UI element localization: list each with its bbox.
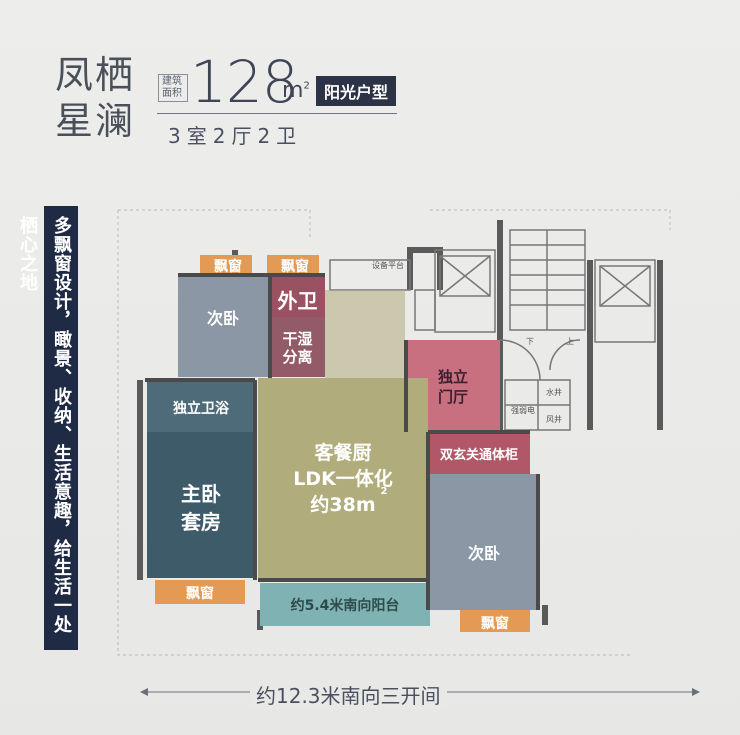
entry-cabinet xyxy=(428,432,530,474)
ldk xyxy=(258,378,428,578)
inner-walls xyxy=(145,273,540,610)
label-wind: 风井 xyxy=(546,415,562,424)
label-platform: 设备平台 xyxy=(372,261,404,270)
label-bay2: 飘窗 xyxy=(281,259,309,275)
master-bath xyxy=(147,382,255,432)
dry-wet-separation xyxy=(270,317,325,377)
label-bay4: 飘窗 xyxy=(481,616,509,632)
label-up: 上 xyxy=(566,337,574,346)
dashed-outline xyxy=(117,209,671,656)
brand-line-2: 星澜 xyxy=(55,99,136,143)
bay-window-4 xyxy=(460,610,530,632)
bay-window-1 xyxy=(200,255,252,275)
label-master-bath: 独立卫浴 xyxy=(173,401,229,417)
dimension-text: 约12.3米南向三开间 xyxy=(250,680,447,709)
label-bay1: 飘窗 xyxy=(214,259,242,275)
core-lines xyxy=(329,229,656,431)
label-balcony: 约5.4米南向阳台 xyxy=(290,598,400,614)
label-master: 主卧 套房 xyxy=(181,482,221,534)
label-power: 强弱电 xyxy=(511,406,535,415)
kitchen-area xyxy=(325,290,405,378)
label-bedroom-nw: 次卧 xyxy=(206,309,239,328)
side-band: 多飘窗设计，瞰景、收纳、生活意趣，给生活一处栖心之地 xyxy=(17,206,78,650)
area-unit-sup: 2 xyxy=(303,80,310,92)
label-dry-wet: 干湿 分离 xyxy=(282,330,313,366)
rooms-summary: 3室2厅2卫 xyxy=(168,124,303,148)
outer-bath xyxy=(270,275,325,317)
label-bedroom-se: 次卧 xyxy=(467,544,500,563)
south-balcony xyxy=(260,583,430,626)
label-water: 水井 xyxy=(546,388,562,397)
area-label: 建筑面积 xyxy=(158,74,188,102)
floor-plan xyxy=(117,209,671,656)
label-down: 下 xyxy=(526,337,534,346)
label-ldk: 客餐厨 LDK一体化 约38m xyxy=(293,442,393,516)
bay-window-2 xyxy=(267,255,319,275)
brand-name: 凤栖 星澜 xyxy=(55,52,145,144)
title-divider xyxy=(157,113,397,114)
label-foyer: 独立 门厅 xyxy=(437,368,468,406)
area-unit-text: m xyxy=(282,78,304,103)
brand-line-1: 凤栖 xyxy=(55,53,136,97)
area-value: 128 xyxy=(190,48,299,116)
label-outer-bath: 外卫 xyxy=(277,289,318,313)
bedroom-nw xyxy=(178,275,268,377)
bay-window-3 xyxy=(155,580,245,604)
label-cabinet: 双玄关通体柜 xyxy=(439,448,518,463)
type-tag: 阳光户型 xyxy=(316,76,397,106)
label-ldk-sup: 2 xyxy=(380,486,388,497)
bedroom-se xyxy=(430,474,538,610)
master-suite xyxy=(147,432,255,578)
area-unit: m2 xyxy=(282,78,310,103)
label-bay3: 飘窗 xyxy=(186,586,214,602)
side-text: 多飘窗设计，瞰景、收纳、生活意趣，给生活一处栖心之地 xyxy=(17,216,72,634)
